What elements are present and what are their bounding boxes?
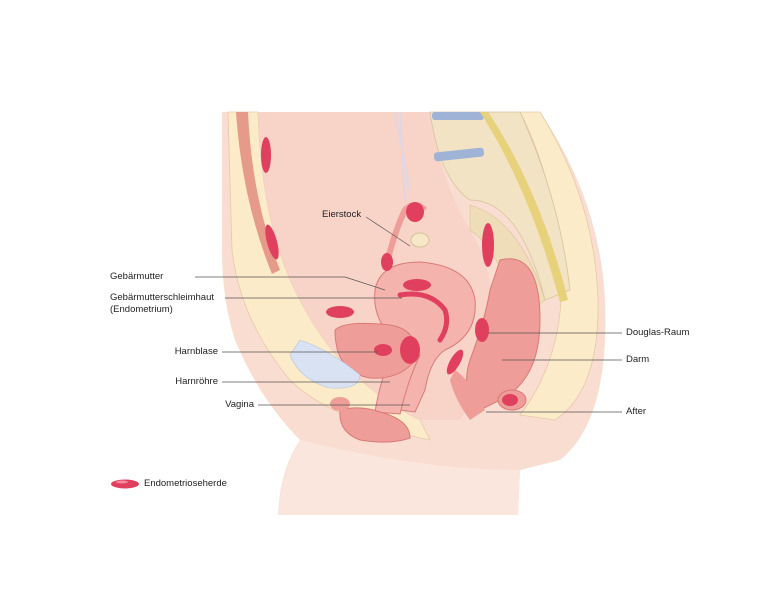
label-uterus: Gebärmutter	[110, 271, 164, 282]
label-ovary: Eierstock	[322, 209, 362, 220]
label-endometrium-line2: (Endometrium)	[110, 304, 173, 315]
label-bladder: Harnblase	[174, 346, 218, 357]
ovary	[410, 232, 430, 248]
endometriosis-lesion-icon	[111, 479, 139, 489]
label-bowel: Darm	[626, 354, 650, 365]
endometriosis-lesions	[261, 137, 518, 406]
endometrium	[397, 291, 450, 343]
label-endometrium-line1: Gebärmutterschleimhaut	[110, 292, 215, 303]
legend-label: Endometrioseherde	[144, 478, 227, 489]
label-vagina: Vagina	[225, 399, 254, 410]
label-anus: After	[626, 406, 647, 417]
label-urethra: Harnröhre	[175, 376, 218, 387]
label-endometrium: Gebärmutterschleimhaut (Endometrium)	[110, 292, 214, 316]
vulva	[339, 407, 411, 443]
leader-lines	[195, 216, 622, 413]
label-douglas: Douglas-Raum	[626, 327, 690, 338]
